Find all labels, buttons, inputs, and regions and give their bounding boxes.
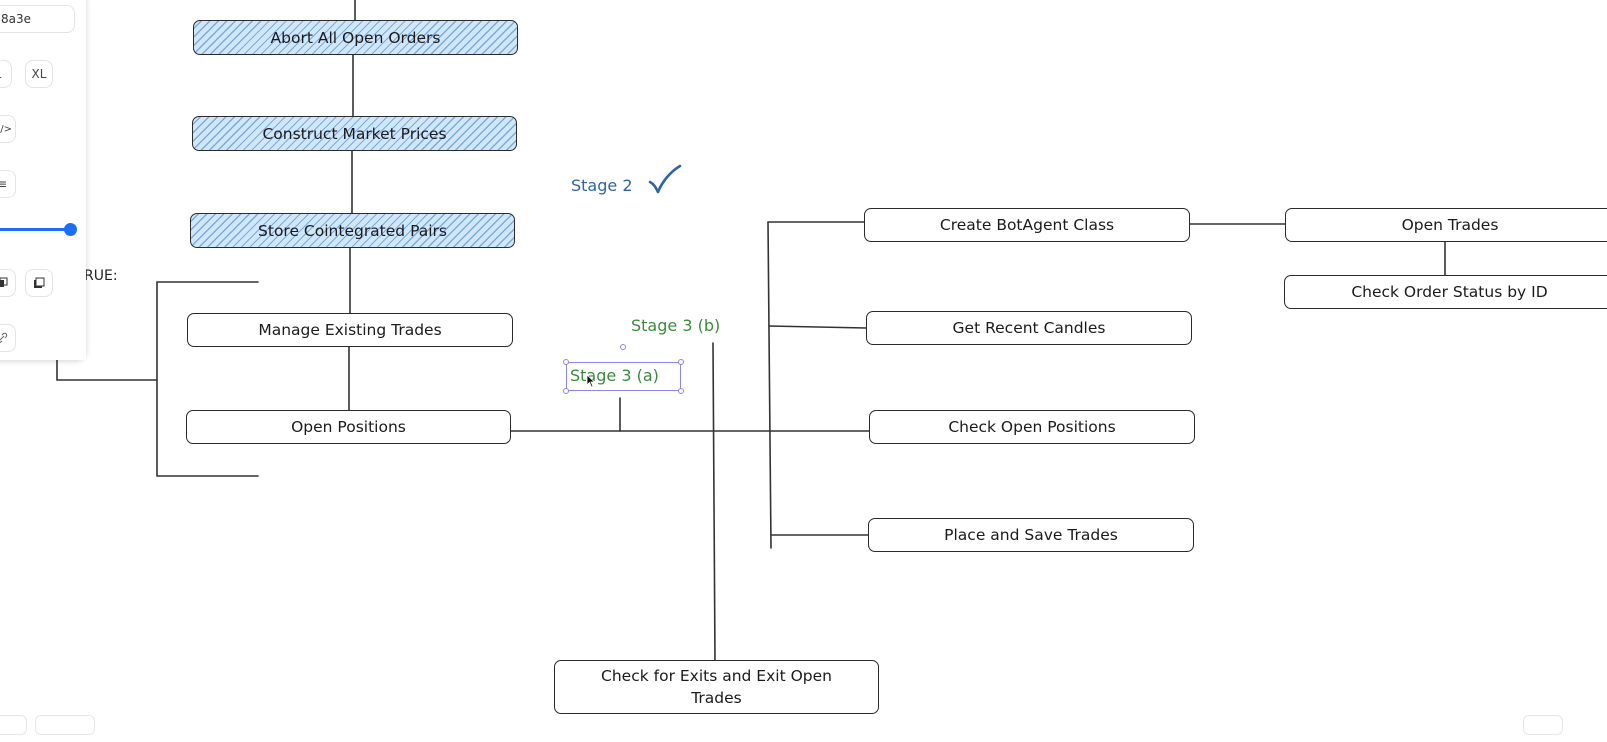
selection-handle[interactable] (678, 388, 684, 394)
stage-3b-text: Stage 3 (b) (631, 316, 721, 335)
selection-box (566, 362, 681, 391)
selection-handle[interactable] (563, 388, 569, 394)
code-icon[interactable]: </> (0, 115, 16, 143)
selection-handle[interactable] (678, 359, 684, 365)
copy-icon[interactable] (25, 269, 53, 297)
node-place-and-save-trades[interactable]: Place and Save Trades (868, 518, 1194, 552)
node-label: Open Trades (1401, 216, 1499, 234)
help-control[interactable] (1523, 715, 1563, 735)
stage-2-text: Stage 2 (571, 176, 633, 195)
node-label: Store Cointegrated Pairs (258, 221, 447, 240)
node-manage-existing-trades[interactable]: Manage Existing Trades (187, 313, 513, 347)
node-abort-all-open-orders[interactable]: Abort All Open Orders (193, 20, 518, 55)
node-label: Manage Existing Trades (258, 321, 442, 339)
checkmark-icon (648, 164, 682, 194)
node-create-botagent-class[interactable]: Create BotAgent Class (864, 208, 1190, 242)
cursor-icon (586, 374, 596, 388)
align-icon[interactable]: ≡ (0, 170, 16, 198)
node-label: Check for Exits and Exit Open Trades (601, 667, 832, 707)
node-open-trades[interactable]: Open Trades (1285, 208, 1607, 242)
stage-3a-label[interactable]: Stage 3 (a) (570, 366, 659, 385)
node-check-open-positions[interactable]: Check Open Positions (869, 410, 1195, 444)
loop-bracket (156, 281, 259, 477)
node-label: Construct Market Prices (262, 124, 447, 143)
node-check-order-status-by-id[interactable]: Check Order Status by ID (1284, 275, 1607, 309)
node-label: Get Recent Candles (952, 319, 1106, 337)
rotation-handle[interactable] (620, 344, 626, 350)
node-label: Abort All Open Orders (270, 28, 441, 47)
connector-line (712, 342, 716, 663)
layer-icon[interactable] (0, 269, 16, 297)
node-construct-market-prices[interactable]: Construct Market Prices (192, 116, 517, 151)
hex-color-input[interactable]: 8a3e (0, 5, 75, 33)
size-xl-button[interactable]: XL (25, 60, 53, 88)
zoom-control[interactable] (0, 715, 27, 735)
node-open-positions[interactable]: Open Positions (186, 410, 511, 444)
node-label: Place and Save Trades (944, 526, 1118, 544)
connector-line (768, 325, 867, 329)
stage-3a-text: Stage 3 (a) (570, 366, 659, 385)
link-icon[interactable] (0, 324, 16, 352)
code-fragment-text: RUE: (84, 268, 118, 284)
node-check-for-exits[interactable]: Check for Exits and Exit Open Trades (554, 660, 879, 714)
undo-control[interactable] (35, 715, 95, 735)
node-label: Check Order Status by ID (1351, 283, 1548, 301)
node-label: Check Open Positions (948, 418, 1116, 436)
selection-handle[interactable] (563, 359, 569, 365)
opacity-slider-thumb[interactable] (64, 223, 77, 236)
node-label: Open Positions (291, 418, 406, 436)
panel-sliver (57, 292, 86, 360)
node-get-recent-candles[interactable]: Get Recent Candles (866, 311, 1192, 345)
stage-3b-label[interactable]: Stage 3 (b) (631, 316, 720, 335)
connector-line (767, 221, 772, 549)
stage-2-label[interactable]: Stage 2 (571, 176, 633, 195)
loop-bracket (56, 359, 158, 381)
node-store-cointegrated-pairs[interactable]: Store Cointegrated Pairs (190, 213, 515, 248)
opacity-slider-track[interactable] (0, 228, 70, 231)
size-l-button[interactable]: L (0, 60, 12, 88)
node-label: Create BotAgent Class (939, 216, 1115, 234)
